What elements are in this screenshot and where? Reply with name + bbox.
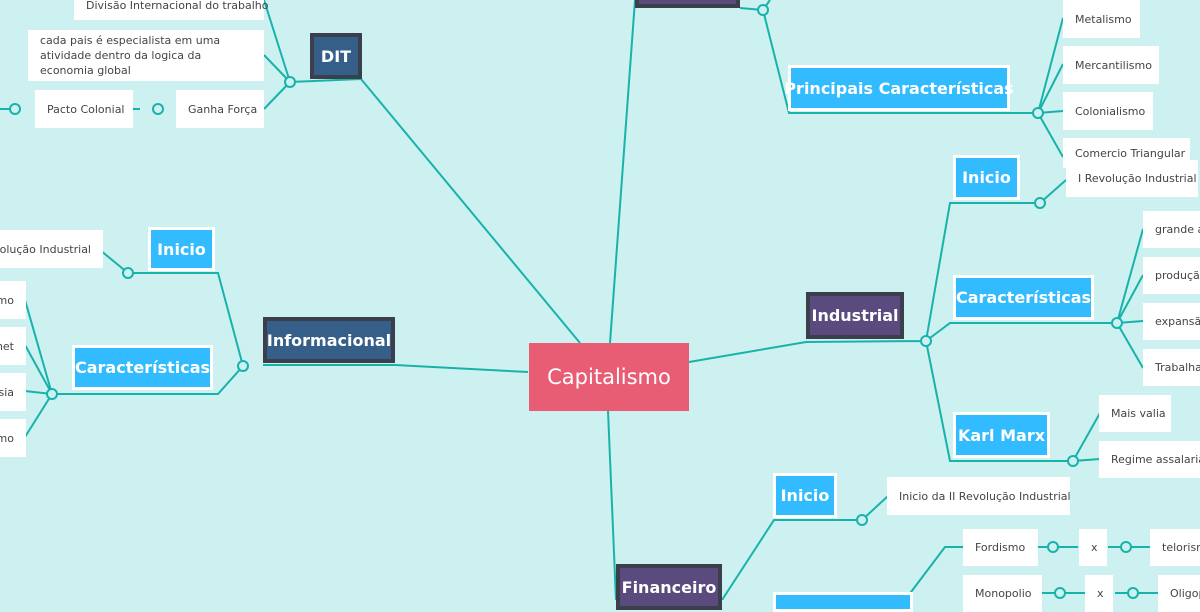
central-node[interactable]: Capitalismo bbox=[529, 343, 689, 411]
leaf-pacto-colonial[interactable]: Pacto Colonial bbox=[35, 90, 133, 128]
leaf-info-4[interactable]: mo bbox=[0, 419, 26, 457]
leaf-fordismo[interactable]: Fordismo bbox=[963, 529, 1038, 566]
leaf-revolucao-industrial[interactable]: Revolução Industrial bbox=[0, 230, 103, 268]
leaf-inicio-ii-revolucao[interactable]: Inicio da II Revolução Industrial bbox=[887, 477, 1071, 515]
leaf-info-3[interactable]: sia bbox=[0, 373, 26, 411]
node-top-branch[interactable] bbox=[635, 0, 740, 8]
leaf-ind-4[interactable]: Trabalha bbox=[1143, 349, 1200, 386]
leaf-divisao-internacional[interactable]: Divisão Internacional do trabalho bbox=[74, 0, 269, 20]
node-dit[interactable]: DIT bbox=[310, 33, 362, 79]
leaf-mercantilismo[interactable]: Mercantilismo bbox=[1063, 46, 1159, 84]
subnode-financeiro-caracteristicas[interactable] bbox=[773, 592, 913, 612]
subnode-inicio-financeiro[interactable]: Inicio bbox=[773, 473, 837, 518]
leaf-cada-pais[interactable]: cada pais é especialista em uma atividad… bbox=[28, 30, 264, 81]
subnode-caracteristicas-industrial[interactable]: Características bbox=[953, 275, 1094, 320]
leaf-monopolio[interactable]: Monopolio bbox=[963, 575, 1042, 612]
subnode-caracteristicas-informacional[interactable]: Características bbox=[72, 345, 213, 390]
leaf-ganha-forca[interactable]: Ganha Força bbox=[176, 90, 264, 128]
leaf-ind-2[interactable]: produçã bbox=[1143, 257, 1200, 294]
leaf-mais-valia[interactable]: Mais valia bbox=[1099, 395, 1171, 432]
leaf-taylorismo[interactable]: telorism bbox=[1150, 529, 1200, 566]
leaf-info-1[interactable]: mo bbox=[0, 281, 26, 319]
subnode-inicio-industrial[interactable]: Inicio bbox=[953, 155, 1020, 200]
leaf-x-2[interactable]: x bbox=[1085, 575, 1113, 612]
leaf-ind-1[interactable]: grande a bbox=[1143, 211, 1200, 248]
leaf-x-1[interactable]: x bbox=[1079, 529, 1107, 566]
leaf-regime-assalariado[interactable]: Regime assalariad bbox=[1099, 441, 1200, 478]
leaf-metalismo[interactable]: Metalismo bbox=[1063, 0, 1140, 38]
node-informacional[interactable]: Informacional bbox=[263, 317, 395, 363]
node-financeiro[interactable]: Financeiro bbox=[616, 564, 722, 610]
subnode-karl-marx[interactable]: Karl Marx bbox=[953, 412, 1050, 458]
leaf-ind-3[interactable]: expansã bbox=[1143, 303, 1200, 340]
leaf-i-revolucao-industrial[interactable]: I Revolução Industrial bbox=[1066, 160, 1198, 197]
leaf-colonialismo[interactable]: Colonialismo bbox=[1063, 92, 1153, 130]
subnode-inicio-informacional[interactable]: Inicio bbox=[148, 227, 215, 271]
subnode-principais-caracteristicas[interactable]: Principais Características bbox=[784, 65, 1014, 111]
node-industrial[interactable]: Industrial bbox=[806, 292, 904, 339]
leaf-oligopolio[interactable]: Oligop bbox=[1158, 575, 1200, 612]
leaf-info-2[interactable]: net bbox=[0, 327, 26, 365]
